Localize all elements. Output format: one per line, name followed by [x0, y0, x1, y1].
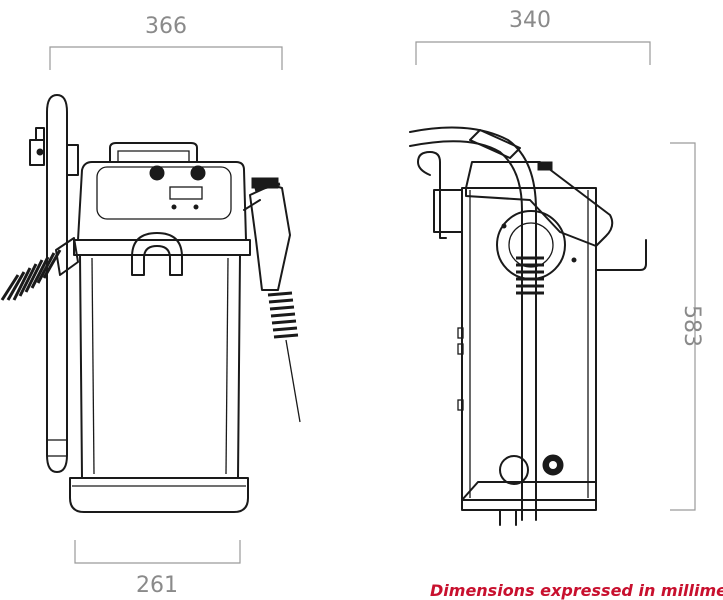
right-spray-gun	[243, 177, 301, 423]
left-coiled-hose	[0, 249, 62, 301]
dimension-583: 583	[670, 142, 704, 511]
dimension-583-label: 583	[679, 305, 704, 347]
dimension-340: 340	[415, 8, 651, 65]
dimension-340-label: 340	[509, 8, 551, 33]
side-view	[409, 126, 647, 526]
side-coiled-hose	[516, 256, 544, 295]
dimension-366-label: 366	[145, 14, 187, 39]
dimension-261: 261	[74, 540, 241, 598]
units-note: Dimensions expressed in millime	[430, 581, 723, 600]
dimension-261-label: 261	[136, 573, 178, 598]
dimension-366: 366	[49, 14, 283, 70]
front-view	[0, 94, 301, 513]
